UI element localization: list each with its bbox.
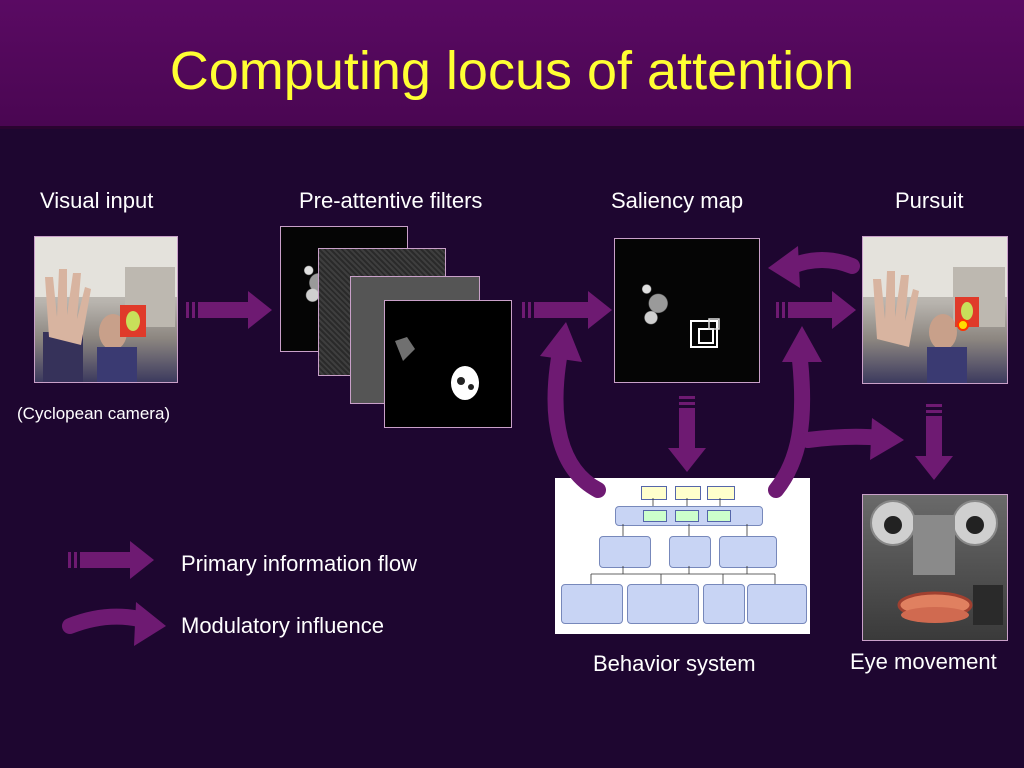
flow-node	[675, 486, 701, 500]
flow-group	[627, 584, 699, 624]
legend-modulatory-label: Modulatory influence	[181, 613, 385, 638]
flow-node	[707, 510, 731, 522]
legend-modulatory-arrow	[62, 602, 166, 646]
title-bar	[0, 0, 1024, 129]
label-behavior-system: Behavior system	[593, 651, 756, 676]
primary-arrow-saliency-to-pursuit	[776, 291, 856, 329]
flow-node	[641, 486, 667, 500]
flow-group	[747, 584, 807, 624]
robot-drawing	[870, 500, 1003, 625]
pursuit-image	[862, 236, 1008, 384]
flow-group	[703, 584, 745, 624]
slide-title: Computing locus of attention	[169, 41, 855, 101]
modulatory-arrow-behavior-to-filters	[540, 322, 606, 498]
modulatory-arrow-to-eye-movement	[800, 418, 904, 460]
filter-image-4-drawing	[395, 337, 479, 400]
behavior-system-diagram	[555, 478, 810, 634]
primary-arrow-saliency-to-behavior	[668, 396, 706, 472]
eye-movement-image	[862, 494, 1008, 641]
saliency-map-image	[614, 238, 760, 383]
label-cyclopean-camera: (Cyclopean camera)	[17, 404, 171, 423]
label-visual-input: Visual input	[40, 188, 154, 213]
flow-node	[707, 486, 735, 500]
legend-primary-arrow	[68, 541, 154, 579]
modulatory-arrow-behavior-to-saliency	[768, 326, 822, 498]
label-pre-attentive-filters: Pre-attentive filters	[299, 188, 483, 213]
pursuit-drawing	[863, 237, 1007, 383]
legend-primary-label: Primary information flow	[181, 551, 417, 576]
flow-node	[643, 510, 667, 522]
flow-group	[669, 536, 711, 568]
filter-image-4	[384, 300, 512, 428]
primary-arrow-pursuit-to-eye	[915, 404, 953, 480]
primary-arrow-input-to-filters	[186, 291, 272, 329]
label-pursuit: Pursuit	[895, 188, 964, 213]
label-saliency-map: Saliency map	[611, 188, 744, 213]
saliency-map-drawing	[690, 318, 720, 348]
label-eye-movement: Eye movement	[850, 649, 997, 674]
primary-arrow-filters-to-saliency	[522, 291, 612, 329]
flow-group	[599, 536, 651, 568]
flow-connectors	[590, 498, 776, 584]
visual-input-image	[34, 236, 178, 383]
visual-input-drawing	[35, 237, 177, 382]
modulatory-arrow-pursuit-to-saliency	[768, 246, 860, 288]
flow-group	[561, 584, 623, 624]
flow-group	[719, 536, 777, 568]
flow-node	[675, 510, 699, 522]
